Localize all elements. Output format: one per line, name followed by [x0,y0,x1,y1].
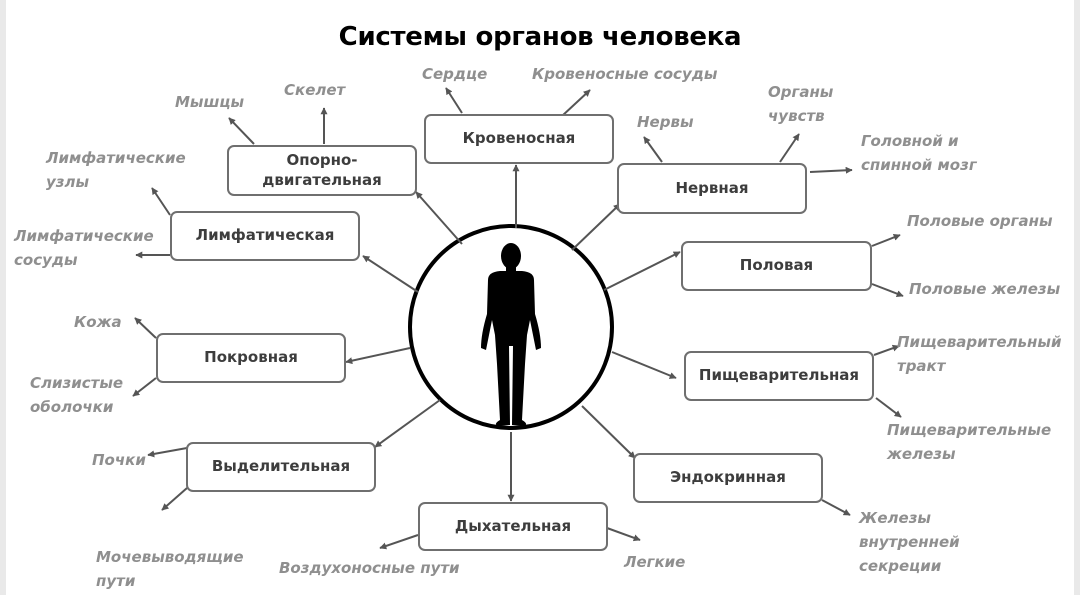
label-brain: Головной и спинной мозг [861,132,977,174]
box-reproductive: Половая [681,241,872,291]
arrow-to-reproductive [603,251,681,291]
frame-edge-right [1074,0,1080,595]
arrow-nerves [643,136,663,163]
label-digestive-glands: Пищеварительные железы [887,421,1052,463]
human-silhouette-icon [481,243,541,426]
arrow-repro-glands [871,283,904,297]
label-kidneys: Почки [92,451,146,469]
box-endocrine: Эндокринная [633,453,823,503]
box-circulatory: Кровеносная [424,114,614,164]
label-skin: Кожа [74,313,122,331]
label-blood-vessels: Кровеносные сосуды [532,65,718,83]
arrow-kidneys [147,447,188,458]
label-lymph-vessels: Лимфатические сосуды [14,227,154,269]
label-airways: Воздухоносные пути [279,559,460,577]
label-mucous: Слизистые оболочки [30,374,124,416]
box-digestive: Пищеварительная [684,351,874,401]
label-repro-organs: Половые органы [907,212,1053,230]
arrow-to-digestive [611,351,677,379]
arrow-repro-organs [871,234,901,247]
box-integumentary: Покровная [156,333,346,383]
arrow-digestive-glands [875,397,902,418]
label-lymph-nodes: Лимфатические узлы [46,149,186,191]
label-digestive-tract: Пищеварительный тракт [897,333,1062,375]
box-respiratory: Дыхательная [418,502,608,551]
frame-edge-left [0,0,6,595]
label-nerves: Нервы [637,113,694,131]
arrow-endocrine-glands [821,499,851,516]
label-heart: Сердце [422,65,488,83]
arrow-digestive-tract [873,344,900,356]
arrow-to-excretory [374,399,441,448]
label-repro-glands: Половые железы [909,280,1061,298]
arrow-lymph-nodes [151,187,171,216]
box-lymphatic: Лимфатическая [170,211,360,261]
arrow-heart [445,87,463,114]
arrow-brain [809,166,853,174]
label-muscles: Мышцы [175,93,245,111]
box-excretory: Выделительная [186,442,376,492]
arrow-to-integumentary [345,347,411,365]
label-endocrine-glands: Железы внутренней секреции [859,509,960,575]
label-sense-organs: Органы чувств [768,83,834,125]
hub-arrows [345,164,681,502]
box-musculoskeletal: Опорно- двигательная [227,145,417,196]
organ-arrows [132,87,904,550]
arrow-urinary-tract [161,487,188,511]
arrow-blood-vessels [561,89,591,117]
arrow-airways [379,534,419,550]
arrow-to-lymphatic [362,255,419,293]
arrow-sense-organs [779,133,800,163]
diagram-title: Системы органов человека [338,22,742,52]
arrow-to-nervous [571,203,621,251]
label-lungs: Легкие [624,553,686,571]
label-skeleton: Скелет [284,81,346,99]
arrow-to-musculoskeletal [415,191,463,245]
arrow-lungs [606,527,641,542]
label-urinary-tract: Мочевыводящие пути [96,548,244,590]
arrow-to-endocrine [581,405,636,459]
arrow-muscles [228,117,255,145]
arrow-skin [134,317,157,339]
arrow-mucous [132,377,157,397]
box-nervous: Нервная [617,163,807,214]
